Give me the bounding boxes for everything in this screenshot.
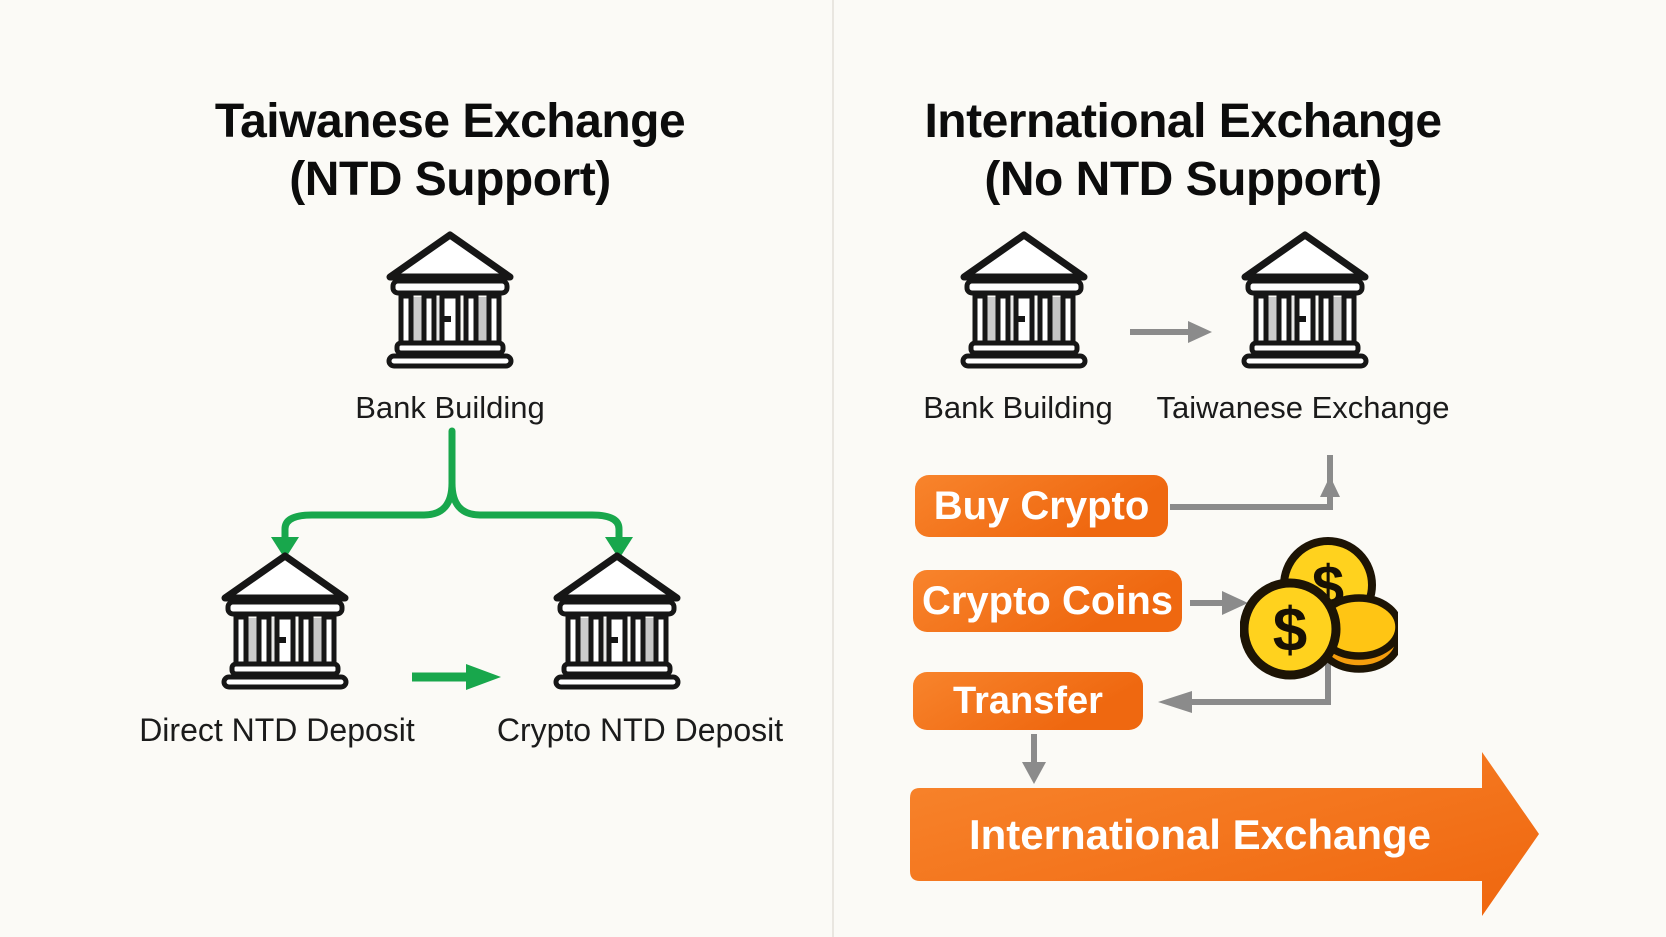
left-title-line1: Taiwanese Exchange: [214, 95, 686, 148]
gray-connector-arrows-icon: [1022, 321, 1340, 784]
crypto-coins-icon: $ $: [1240, 537, 1398, 680]
column-divider: [832, 0, 834, 937]
right-title-line2: (No NTD Support): [984, 153, 1382, 206]
right-title-line1: International Exchange: [924, 95, 1442, 148]
taiwanese-exchange-label: Taiwanese Exchange: [1156, 390, 1450, 425]
direct-ntd-deposit-label: Direct NTD Deposit: [139, 712, 415, 748]
transfer-label: Transfer: [953, 679, 1103, 722]
transfer-step: Transfer: [913, 672, 1143, 730]
international-exchange-arrow-icon: [910, 752, 1539, 916]
right-panel-title: International Exchange (No NTD Support): [924, 93, 1442, 209]
crypto-coins-step: Crypto Coins: [913, 570, 1182, 632]
bank-building-label: Bank Building: [355, 390, 545, 425]
green-flow-arrows-icon: [271, 427, 633, 690]
bank-building-icon: [215, 551, 355, 691]
left-panel-title: Taiwanese Exchange (NTD Support): [214, 93, 686, 209]
coin-dollar-glyph: $: [1273, 596, 1307, 665]
bank-building-icon: [380, 230, 520, 370]
right-bank-building-label: Bank Building: [923, 390, 1113, 425]
left-title-line2: (NTD Support): [289, 153, 611, 206]
crypto-coins-label: Crypto Coins: [921, 578, 1174, 623]
international-exchange-banner-label: International Exchange: [968, 810, 1432, 858]
crypto-ntd-deposit-label: Crypto NTD Deposit: [496, 712, 784, 748]
buy-crypto-step: Buy Crypto: [915, 475, 1168, 537]
buy-crypto-label: Buy Crypto: [933, 483, 1150, 528]
bank-building-icon: [547, 551, 687, 691]
